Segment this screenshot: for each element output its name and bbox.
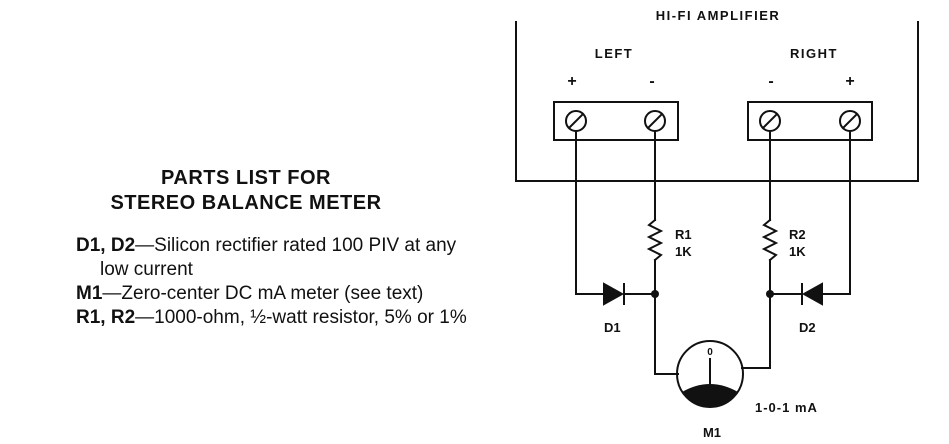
d1-label: D1 [604,320,621,335]
amplifier-outline [515,21,919,182]
diode-d1 [603,282,625,306]
right-terminal-strip [747,101,873,141]
terminal-screw-left-minus [644,110,666,132]
parts-item-desc: —Silicon rectifier rated 100 PIV at any … [100,235,457,280]
resistor-r2 [761,218,779,262]
wire-r2-to-meter [741,259,771,369]
polarity-left-plus: + [567,73,576,90]
terminal-screw-right-plus [839,110,861,132]
left-terminal-strip [553,101,679,141]
meter-range-label: 1-0-1 mA [755,400,818,415]
diode-d2 [801,282,823,306]
parts-items: D1, D2—Silicon rectifier rated 100 PIV a… [76,234,476,330]
wire-r1-to-meter [654,259,679,375]
polarity-right-plus: + [845,73,854,90]
wire-left-plus [575,130,605,295]
parts-item-ref: M1 [76,283,103,304]
r1-label: R1 [675,227,692,242]
junction-dot-left [651,290,659,298]
polarity-right-minus: - [768,73,773,90]
junction-dot-right [766,290,774,298]
parts-item-d1-d2: D1, D2—Silicon rectifier rated 100 PIV a… [76,234,476,282]
parts-item-r1-r2: R1, R2—1000-ohm, ½-watt resistor, 5% or … [76,306,476,330]
terminal-screw-right-minus [759,110,781,132]
parts-item-ref: D1, D2 [76,235,136,256]
terminal-screw-left-plus [565,110,587,132]
r2-value: 1K [789,244,806,259]
d2-label: D2 [799,320,816,335]
r2-label: R2 [789,227,806,242]
parts-list-title: PARTS LIST FOR STEREO BALANCE METER [76,166,416,216]
resistor-r1 [646,218,664,262]
amplifier-label: HI-FI AMPLIFIER [656,8,781,23]
wire-right-plus [821,130,851,295]
parts-item-desc: —1000-ohm, ½-watt resistor, 5% or 1% [135,307,467,328]
polarity-left-minus: - [649,73,654,90]
parts-list-title-line2: STEREO BALANCE METER [110,192,382,214]
parts-item-desc: —Zero-center DC mA meter (see text) [102,283,424,304]
left-channel-label: LEFT [595,46,634,61]
r1-value: 1K [675,244,692,259]
parts-item-m1: M1—Zero-center DC mA meter (see text) [76,282,476,306]
parts-list: PARTS LIST FOR STEREO BALANCE METER D1, … [76,166,476,330]
parts-item-ref: R1, R2 [76,307,136,328]
meter-zero-label: 0 [707,347,713,358]
parts-list-title-line1: PARTS LIST FOR [161,167,331,189]
meter-m1-label: M1 [703,425,721,440]
meter-dial-shade [682,384,738,408]
right-channel-label: RIGHT [790,46,838,61]
